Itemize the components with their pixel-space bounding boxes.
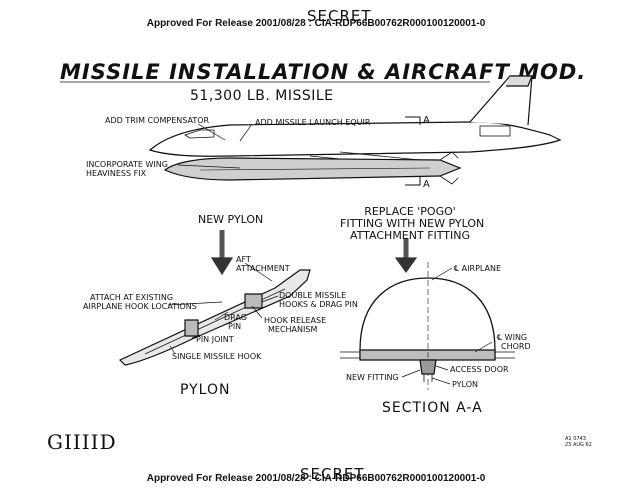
classification-bottom: SECRET (300, 465, 365, 483)
corner-code-line1: A1 0743 (565, 436, 586, 442)
label-double-hooks-line2: HOOKS & DRAG PIN (279, 300, 358, 309)
corner-code-line2: 23 AUG 62 (565, 442, 592, 448)
label-pin-joint: PIN JOINT (196, 335, 234, 344)
label-hook-release-line1: HOOK RELEASE (264, 316, 327, 325)
release-stamp-header: Approved For Release 2001/08/28 : CIA-RD… (146, 18, 486, 29)
label-replace-line3: ATTACHMENT FITTING (349, 229, 471, 242)
label-wing-heaviness-line1: INCORPORATE WING (86, 160, 168, 169)
label-aft-line1: AFT (236, 255, 251, 264)
label-drag-pin-line1: DRAG (224, 313, 247, 322)
label-aft-line2: ATTACHMENT (236, 264, 290, 273)
section-cut-mark-bottom (405, 177, 421, 186)
label-hook-release-line2: MECHANISM (268, 325, 318, 334)
section-fitting (419, 359, 437, 375)
label-cl-wing-line1: ℄ WING (497, 333, 528, 342)
label-single-missile-hook: SINGLE MISSILE HOOK (172, 352, 262, 361)
label-cl-wing-line2: CHORD (501, 342, 531, 351)
label-section-mark-bottom: A (423, 179, 430, 190)
label-attach-line1: ATTACH AT EXISTING (90, 293, 174, 302)
label-double-hooks-line1: DOUBLE MISSILE (279, 291, 347, 300)
section-fuselage-dome (359, 277, 496, 351)
section-cut-mark-top (405, 116, 421, 125)
label-add-trim-compensator: ADD TRIM COMPENSATOR (105, 116, 210, 125)
label-section-mark-top: A (423, 115, 430, 126)
diagram-title: MISSILE INSTALLATION & AIRCRAFT MOD. (60, 60, 587, 84)
label-access-door: ACCESS DOOR (450, 365, 509, 374)
label-replace-line2: FITTING WITH NEW PYLON (340, 217, 485, 230)
label-section-pylon: PYLON (452, 380, 478, 389)
classification-top: SECRET (307, 7, 372, 25)
pylon-caption: PYLON (180, 382, 231, 398)
label-new-pylon: NEW PYLON (198, 213, 264, 226)
section-caption: SECTION A-A (382, 400, 483, 416)
label-cl-airplane: ℄ AIRPLANE (454, 264, 502, 273)
section-wing-chord (359, 349, 496, 361)
label-wing-heaviness-line2: HEAVINESS FIX (86, 169, 147, 178)
label-drag-pin-line2: PIN (228, 322, 242, 331)
diagram-subtitle: 51,300 LB. MISSILE (190, 88, 334, 104)
label-replace-line1: REPLACE 'POGO' (364, 205, 456, 218)
document-logo: GIIIID (47, 430, 117, 454)
pylon-drawing (118, 269, 311, 366)
label-add-launch-equip: ADD MISSILE LAUNCH EQUIP. (255, 118, 371, 127)
label-attach-line2: AIRPLANE HOOK LOCATIONS (83, 302, 197, 311)
label-new-fitting: NEW FITTING (346, 373, 399, 382)
aircraft-fuselage (148, 121, 562, 157)
release-stamp-footer: Approved For Release 2001/08/28 : CIA-RD… (146, 473, 486, 484)
